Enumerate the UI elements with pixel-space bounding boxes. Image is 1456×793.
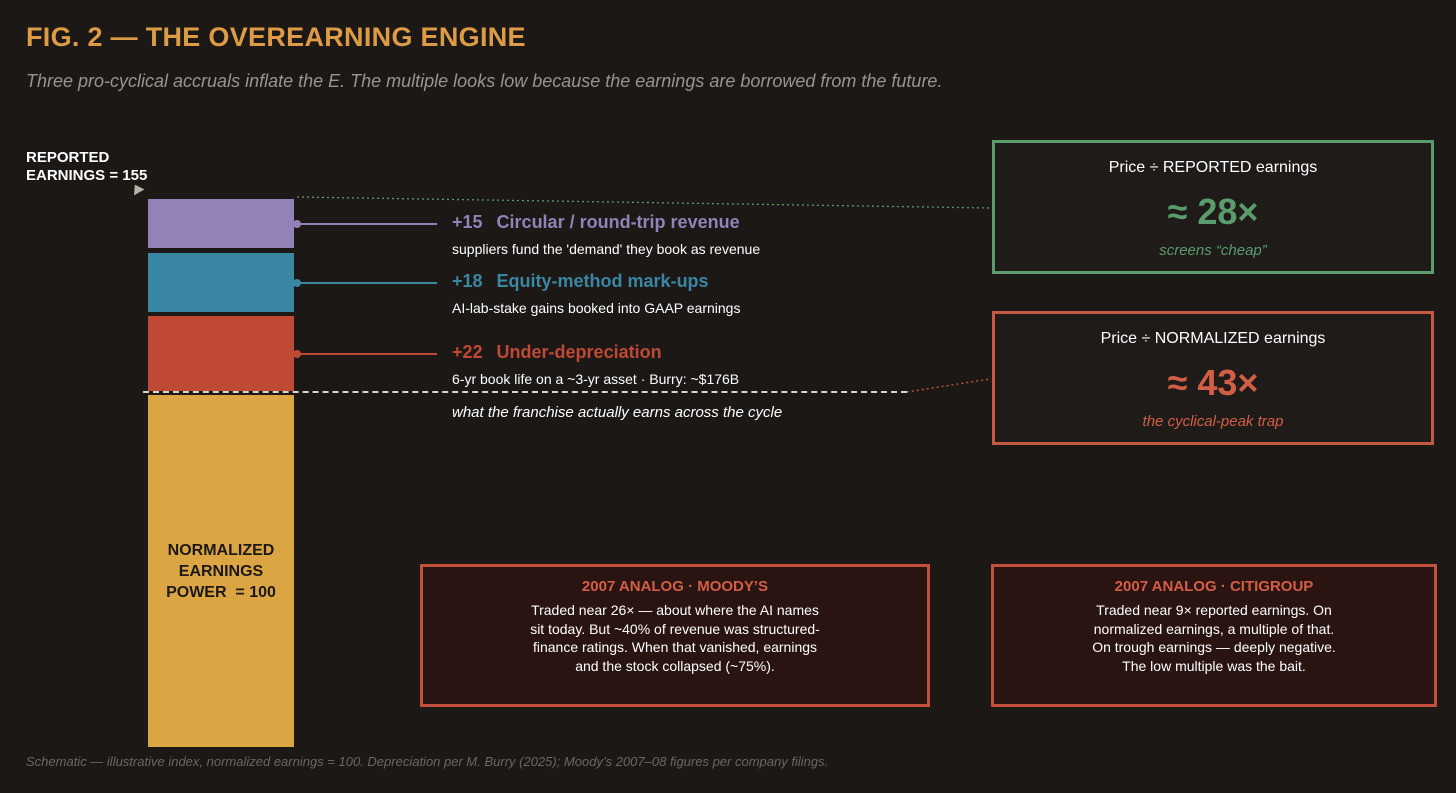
reported-formula: Price ÷ REPORTED earnings: [1108, 159, 1318, 176]
stack-segment-under-depreciation: [148, 316, 294, 391]
analog-box-moodys: 2007 ANALOG · MOODY’S Traded near 26× — …: [420, 564, 930, 707]
normalized-multiple: ≈ 43×: [1167, 362, 1259, 403]
normalized-earnings-divider: [143, 391, 907, 393]
annotation-title: Under-depreciation: [496, 342, 662, 362]
annotation-amount: +18: [452, 271, 483, 291]
normalized-earnings-caption: what the franchise actually earns across…: [452, 404, 783, 421]
leader-line-equity: [297, 282, 437, 284]
annotation-depreciation: +22 Under-depreciation: [452, 342, 662, 363]
figure-title: FIG. 2 — THE OVEREARNING ENGINE: [26, 22, 526, 52]
stack-segment-circular-revenue: [148, 199, 294, 248]
footnote: Schematic — illustrative index, normaliz…: [26, 754, 829, 769]
annotation-detail: AI-lab-stake gains booked into GAAP earn…: [452, 300, 741, 316]
annotation-detail: 6-yr book life on a ~3-yr asset · Burry:…: [452, 371, 740, 387]
annotation-amount: +15: [452, 212, 483, 232]
reported-multiple-box: Price ÷ REPORTED earnings ≈ 28× screens …: [992, 140, 1434, 274]
leader-line-depreciation: [297, 353, 437, 355]
annotation-detail: suppliers fund the 'demand' they book as…: [452, 241, 761, 257]
leader-dot-equity: [293, 279, 301, 287]
stack-segment-equity-method: [148, 253, 294, 312]
analog-heading: 2007 ANALOG · MOODY’S: [581, 578, 769, 595]
analog-heading: 2007 ANALOG · CITIGROUP: [1114, 578, 1314, 595]
figure-subtitle: Three pro-cyclical accruals inflate the …: [26, 71, 943, 91]
annotation-title: Circular / round-trip revenue: [496, 212, 740, 232]
analog-body: Traded near 9× reported earnings. On nor…: [1092, 602, 1336, 674]
reported-connector: [296, 196, 991, 209]
annotation-circular: +15 Circular / round-trip revenue: [452, 212, 740, 233]
normalized-connector: [906, 378, 991, 393]
annotation-amount: +22: [452, 342, 483, 362]
reported-earnings-label: REPORTED EARNINGS = 155: [26, 149, 148, 184]
reported-note: screens “cheap”: [1159, 242, 1267, 259]
normalized-formula: Price ÷ NORMALIZED earnings: [1100, 330, 1326, 347]
leader-dot-circular: [293, 220, 301, 228]
normalized-note: the cyclical-peak trap: [1142, 413, 1284, 430]
leader-line-circular: [297, 223, 437, 225]
normalized-earnings-label: NORMALIZED EARNINGS POWER = 100: [166, 541, 276, 601]
analog-box-citigroup: 2007 ANALOG · CITIGROUP Traded near 9× r…: [991, 564, 1437, 707]
leader-dot-depreciation: [293, 350, 301, 358]
analog-body: Traded near 26× — about where the AI nam…: [530, 602, 820, 674]
stack-segment-normalized: NORMALIZED EARNINGS POWER = 100: [148, 395, 294, 747]
reported-multiple: ≈ 28×: [1167, 191, 1259, 232]
annotation-equity: +18 Equity-method mark-ups: [452, 271, 709, 292]
annotation-title: Equity-method mark-ups: [496, 271, 709, 291]
normalized-multiple-box: Price ÷ NORMALIZED earnings ≈ 43× the cy…: [992, 311, 1434, 445]
